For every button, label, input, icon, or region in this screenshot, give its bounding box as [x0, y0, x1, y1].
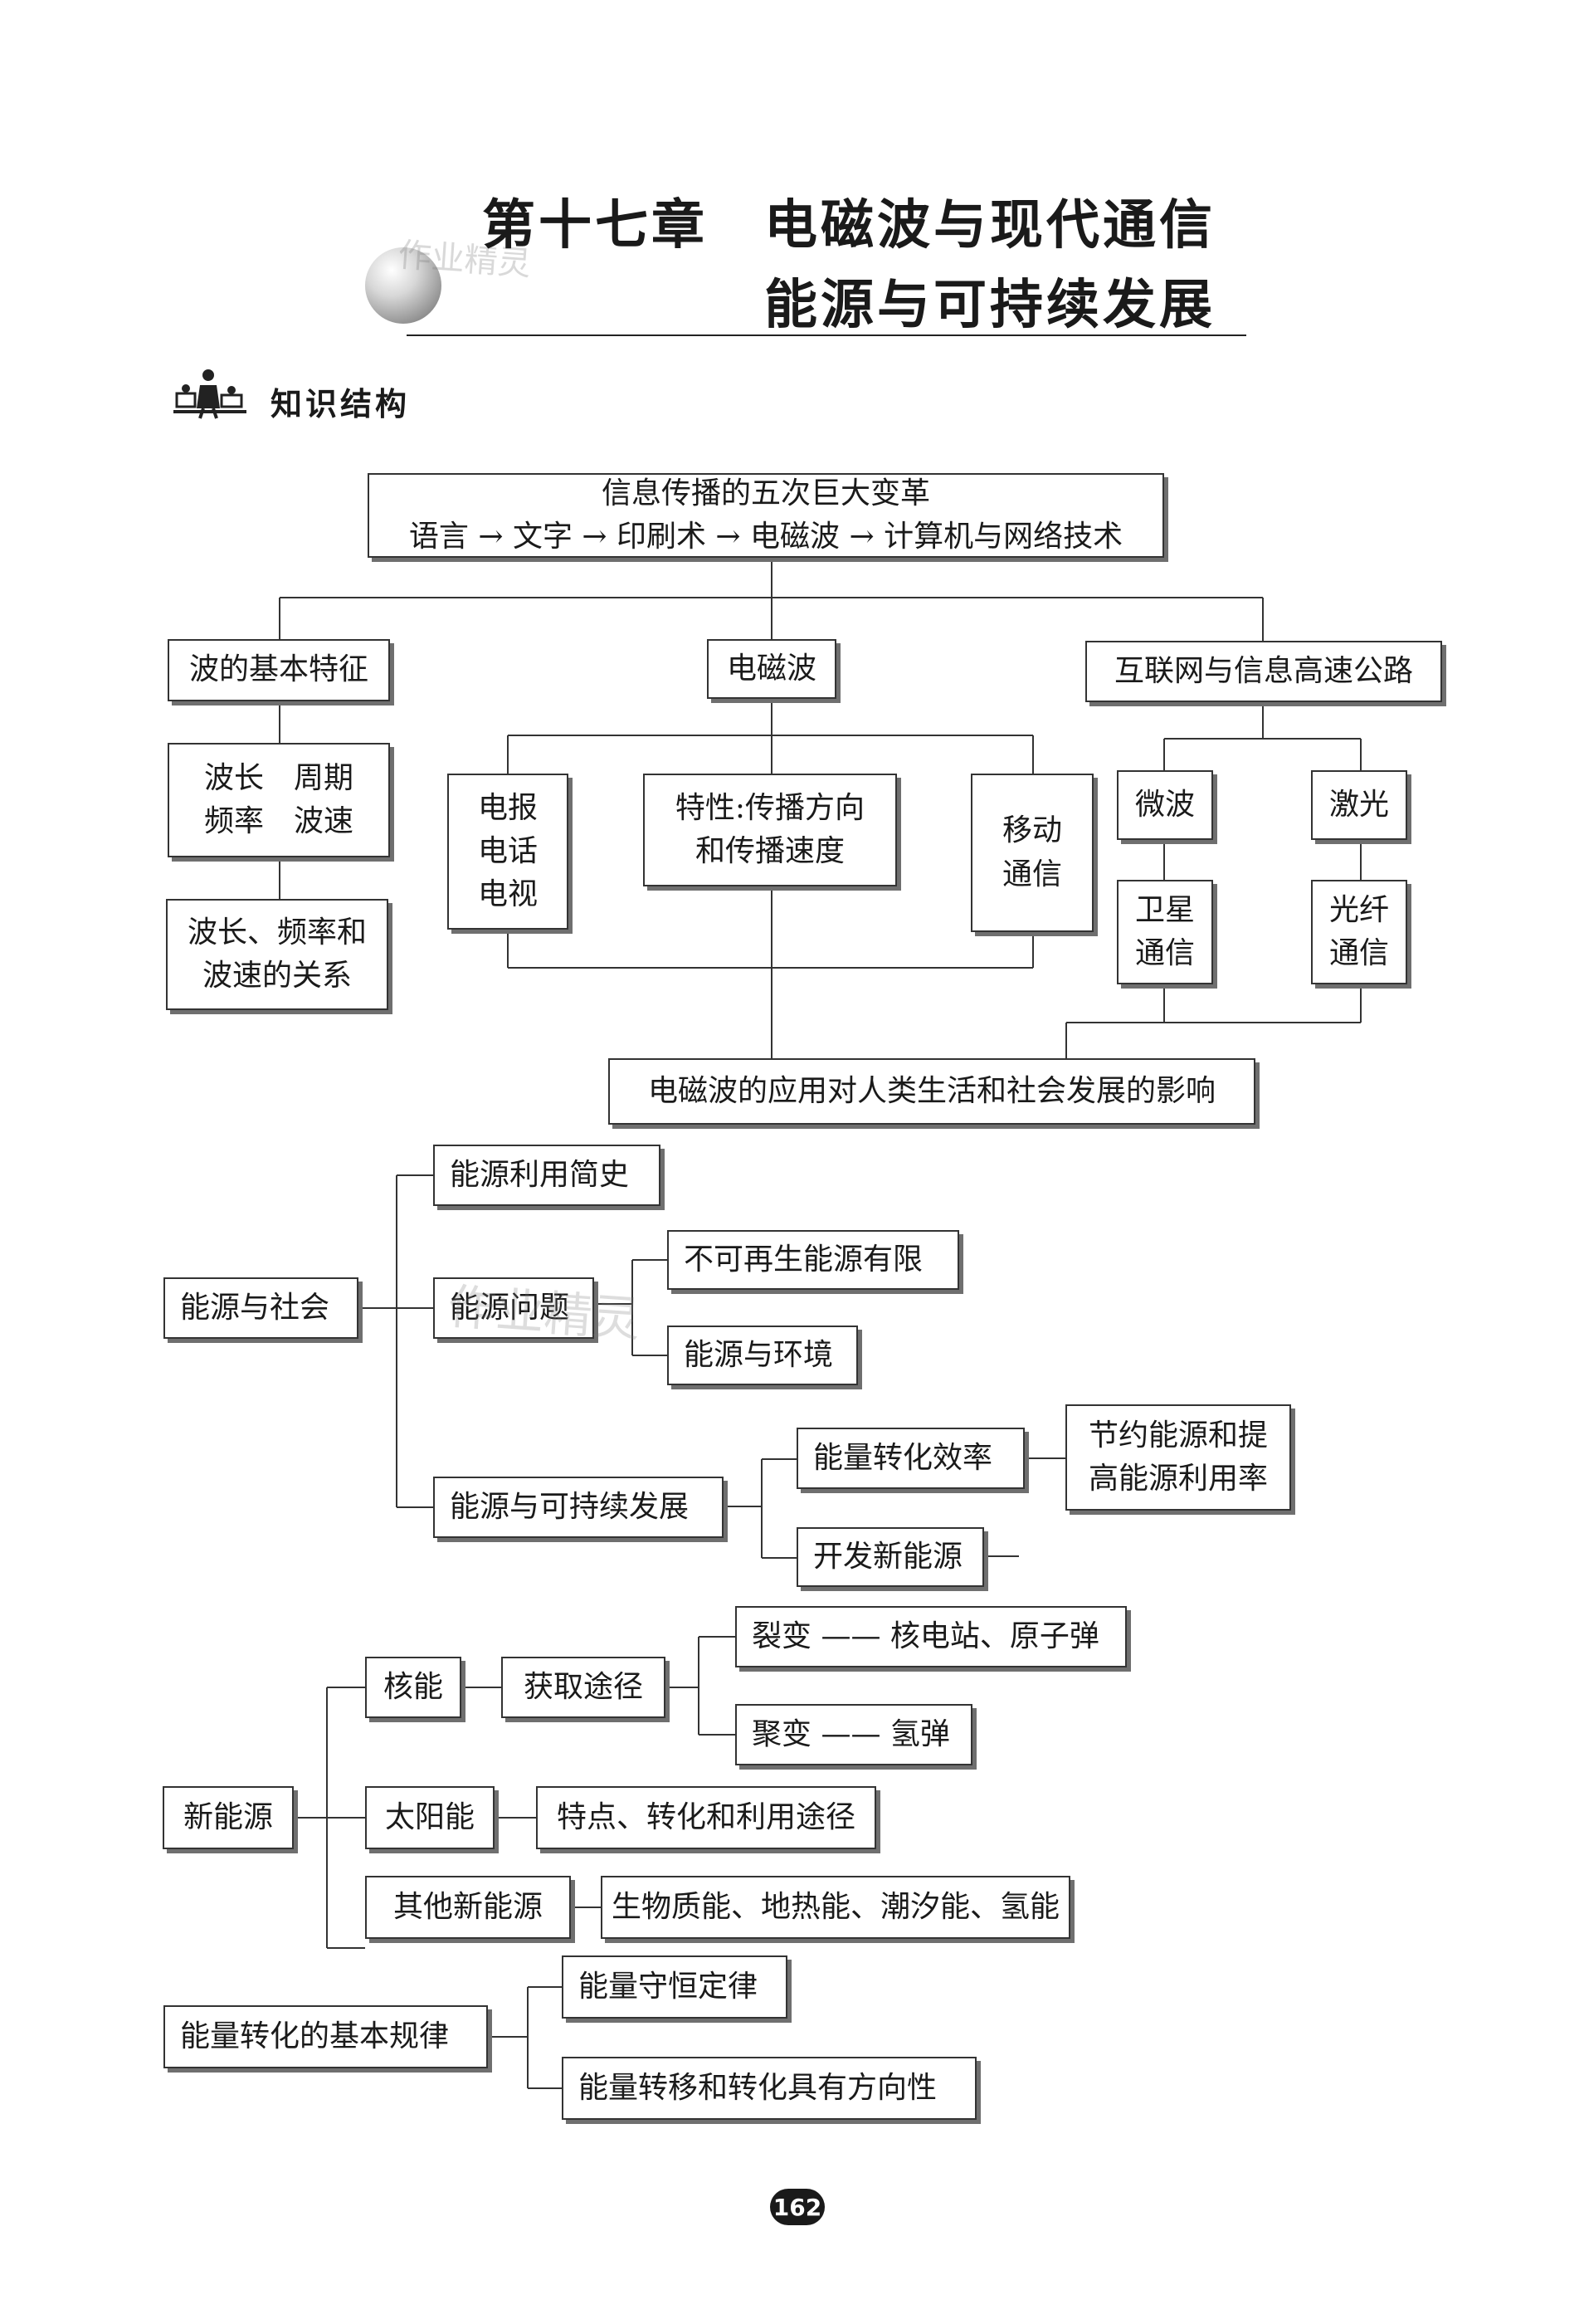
node-solar: 太阳能 — [365, 1786, 495, 1849]
node-tv: 电视 — [477, 877, 538, 912]
watermark: 作业精灵 — [446, 1277, 642, 1348]
node-conservation-law: 能量守恒定律 — [562, 1955, 787, 2019]
node-wave-terms: 波长 周期 频率 波速 — [168, 743, 390, 857]
node-solar-features: 特点、转化和利用途径 — [536, 1786, 876, 1849]
node-fiber-line1: 光纤 — [1328, 892, 1389, 927]
node-mobile-line1: 移动 — [1002, 813, 1062, 848]
node-em-property-line2: 和传播速度 — [695, 834, 845, 868]
node-info-revolution-chain: 语言 → 文字 → 印刷术 → 电磁波 → 计算机与网络技术 — [408, 520, 1123, 554]
node-laser: 激光 — [1311, 770, 1407, 840]
node-em-impact: 电磁波的应用对人类生活和社会发展的影响 — [608, 1058, 1255, 1125]
globe-icon — [365, 247, 441, 324]
node-new-energy: 新能源 — [163, 1786, 294, 1849]
node-fiber-line2: 通信 — [1328, 936, 1389, 970]
node-mobile: 移动 通信 — [971, 774, 1094, 932]
chapter-title: 第十七章 电磁波与现代通信 — [482, 195, 1216, 256]
node-fiber: 光纤 通信 — [1311, 880, 1407, 984]
node-info-revolution-title: 信息传播的五次巨大变革 — [601, 476, 930, 510]
node-develop-new-energy: 开发新能源 — [797, 1527, 984, 1587]
node-fission: 裂变 —— 核电站、原子弹 — [735, 1606, 1127, 1667]
node-save-energy-line1: 节约能源和提 — [1088, 1418, 1268, 1452]
node-conversion-efficiency: 能量转化效率 — [797, 1428, 1025, 1489]
node-energy-sustainable: 能源与可持续发展 — [433, 1477, 724, 1538]
node-save-energy: 节约能源和提 高能源利用率 — [1065, 1404, 1291, 1511]
node-save-energy-line2: 高能源利用率 — [1088, 1462, 1268, 1496]
node-nonrenewable: 不可再生能源有限 — [667, 1230, 959, 1290]
reading-figures-icon — [173, 369, 246, 419]
node-telecom: 电报 电话 电视 — [447, 774, 568, 930]
node-microwave: 微波 — [1117, 770, 1213, 840]
node-conversion-law: 能量转化的基本规律 — [163, 2005, 488, 2068]
title-rule — [407, 334, 1246, 336]
node-info-revolution: 信息传播的五次巨大变革 语言 → 文字 → 印刷术 → 电磁波 → 计算机与网络… — [368, 473, 1164, 558]
node-em-property: 特性:传播方向 和传播速度 — [643, 774, 897, 886]
node-wave-relation: 波长、频率和 波速的关系 — [166, 899, 388, 1010]
node-energy-society: 能源与社会 — [163, 1277, 358, 1339]
node-wave-terms-line1: 波长 周期 — [203, 760, 353, 795]
node-telegraph: 电报 — [477, 790, 538, 825]
node-other-list: 生物质能、地热能、潮汐能、氢能 — [601, 1876, 1070, 1939]
node-mobile-line2: 通信 — [1002, 857, 1062, 891]
node-direction-law: 能量转移和转化具有方向性 — [562, 2057, 977, 2120]
node-energy-environment: 能源与环境 — [667, 1326, 858, 1385]
node-em-wave: 电磁波 — [707, 639, 836, 699]
node-satellite: 卫星 通信 — [1117, 880, 1213, 984]
node-fusion: 聚变 —— 氢弹 — [735, 1704, 972, 1765]
node-energy-history: 能源利用简史 — [433, 1145, 660, 1206]
node-nuclear: 核能 — [365, 1657, 461, 1718]
node-other-new-energy: 其他新能源 — [365, 1876, 571, 1939]
chapter-subtitle: 能源与可持续发展 — [764, 275, 1216, 336]
node-telephone: 电话 — [477, 833, 538, 868]
node-wave-features: 波的基本特征 — [168, 639, 390, 701]
node-wave-relation-line1: 波长、频率和 — [187, 915, 367, 950]
node-satellite-line1: 卫星 — [1134, 892, 1195, 927]
node-energy-issues: 能源问题 — [433, 1277, 594, 1339]
node-wave-relation-line2: 波速的关系 — [202, 959, 352, 993]
node-internet: 互联网与信息高速公路 — [1085, 641, 1442, 702]
node-acquire-way: 获取途径 — [501, 1657, 665, 1718]
node-satellite-line2: 通信 — [1134, 936, 1195, 970]
page-number: 162 — [770, 2189, 825, 2225]
node-wave-terms-line2: 频率 波速 — [203, 804, 353, 838]
node-em-property-line1: 特性:传播方向 — [675, 790, 865, 825]
section-title: 知识结构 — [270, 386, 411, 422]
